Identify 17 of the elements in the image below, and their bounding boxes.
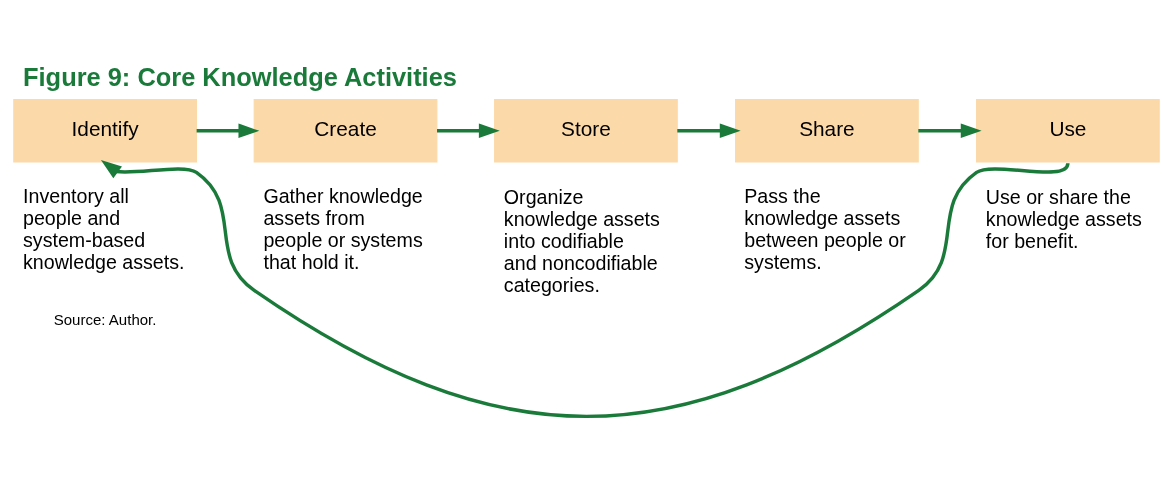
node-label: Organize knowledge assets into codifiable and noncodifiable categories. — [503, 185, 660, 296]
node-box: Store — [494, 99, 678, 163]
node-box: Create — [253, 99, 438, 163]
arrow — [100, 160, 1070, 418]
arrow — [918, 123, 982, 139]
node-label: Use or share the knowledge assets for benefit. — [985, 185, 1142, 252]
node-box: Identify — [13, 99, 197, 163]
arrow — [437, 123, 500, 139]
diagram-title: Figure 9: Core Knowledge Activities — [23, 63, 457, 92]
caption: Source: Author. — [53, 311, 157, 329]
node-label: Pass the knowledge assets between people or systems. — [744, 185, 906, 274]
node-label: Gather knowledge assets from people or systems that hold it. — [263, 185, 423, 274]
node-label: Inventory all people and system-based knowledge assets. — [23, 185, 185, 274]
arrow — [677, 123, 741, 139]
node-box: Use — [976, 99, 1160, 163]
node-box: Share — [735, 99, 919, 163]
arrow — [196, 123, 260, 139]
